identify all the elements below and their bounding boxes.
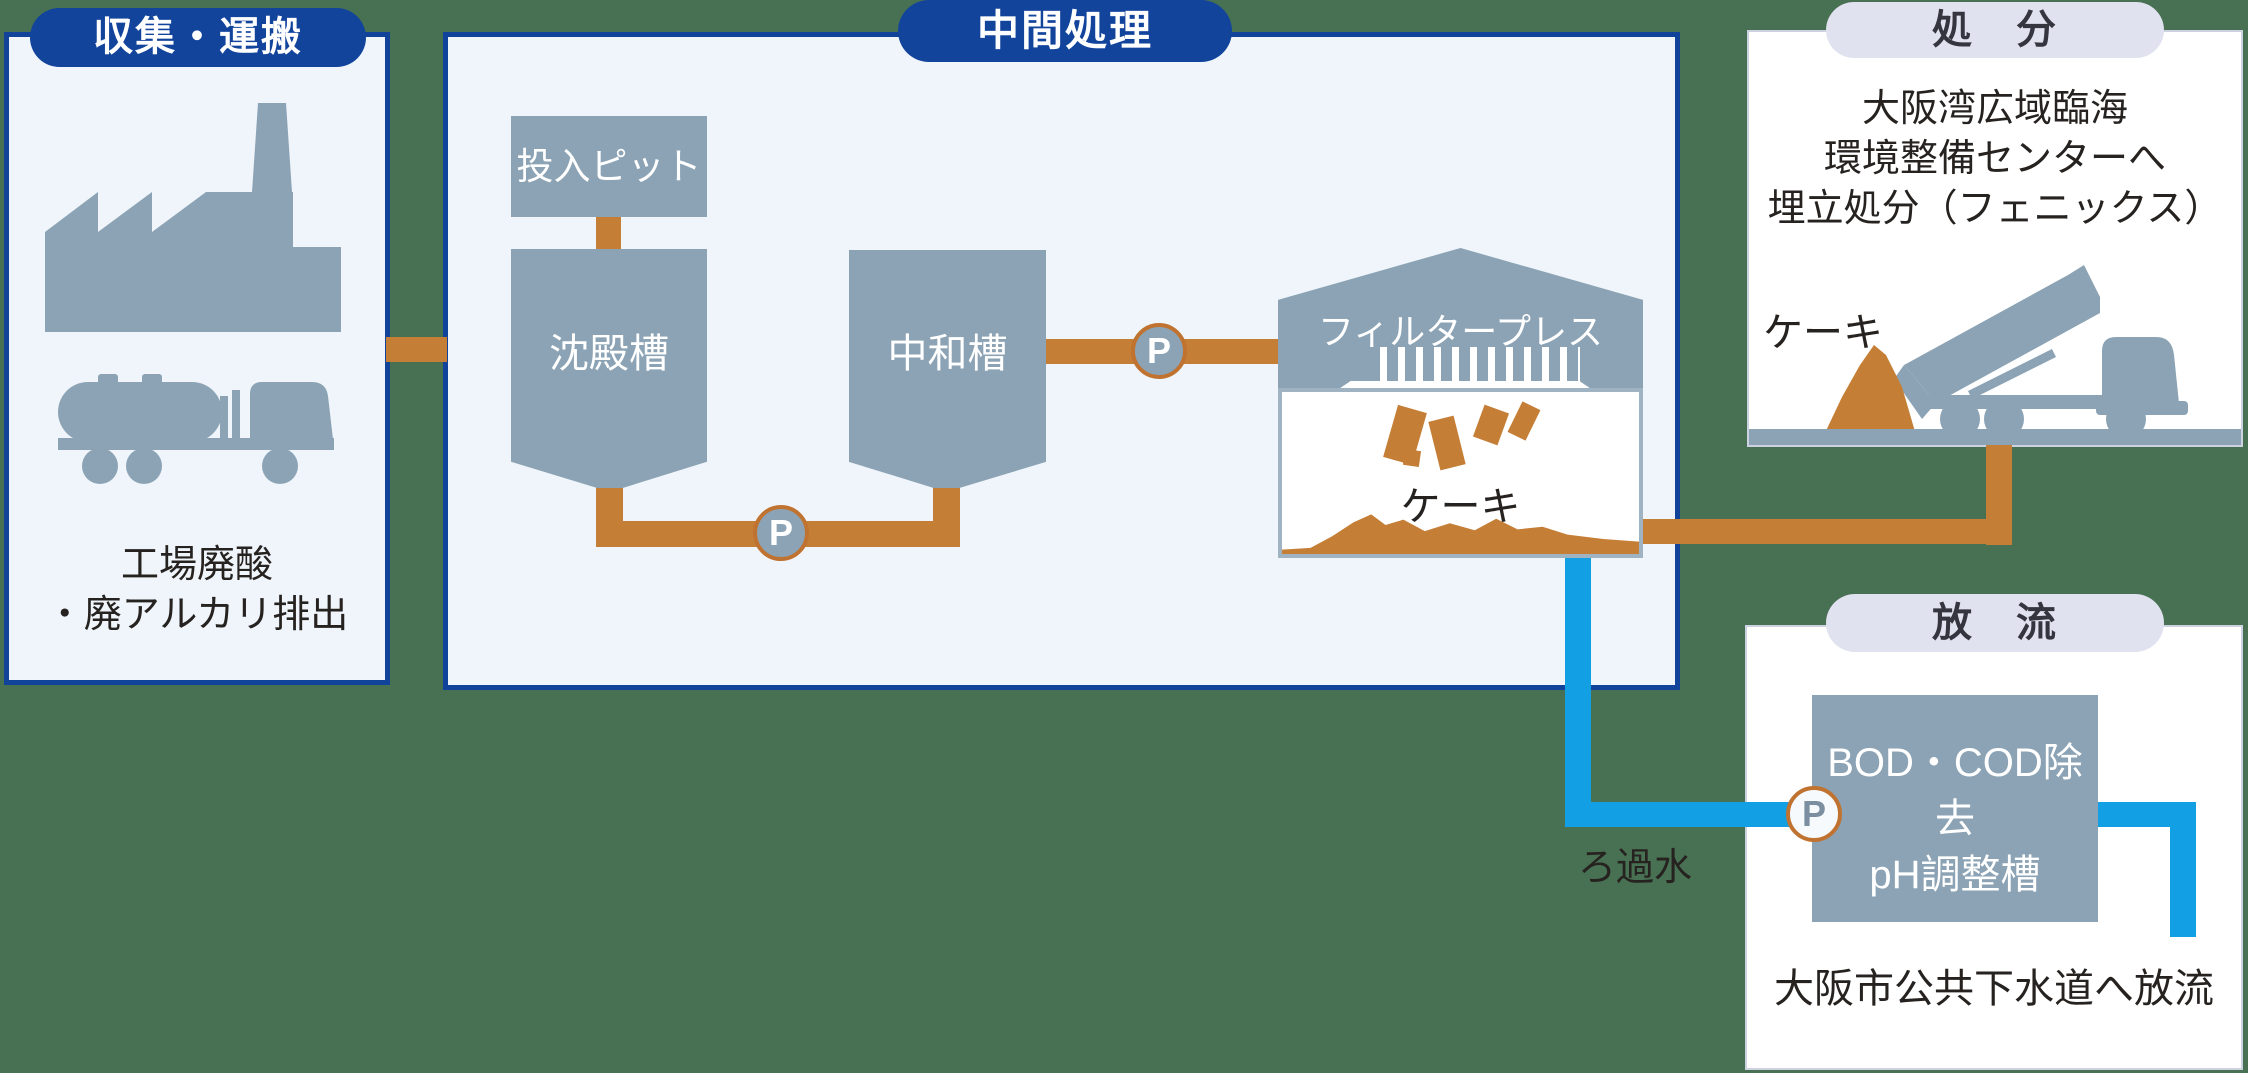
collection-caption-line1: 工場廃酸: [120, 544, 273, 586]
panel-disposal-title: 処 分: [1826, 2, 2164, 58]
disposal-destination: 大阪湾広域臨海 環境整備センターへ 埋立処分（フェニックス）: [1760, 84, 2230, 234]
pipe-cake-up-to-disposal: [1986, 445, 2012, 545]
pump-sludge: P: [753, 505, 809, 561]
cake-box: ケーキ: [1278, 388, 1643, 558]
cake-chunk: [1472, 404, 1510, 446]
collection-caption: 工場廃酸 ・廃アルカリ排出: [14, 540, 380, 640]
pump-filtrate: P: [1786, 786, 1842, 842]
disposal-destination-line1: 大阪湾広域臨海: [1861, 88, 2128, 130]
sedimentation-tank-label: 沈殿槽: [549, 332, 669, 376]
filter-press-label: フィルタープレス: [1317, 311, 1604, 352]
panel-intermediate-title: 中間処理: [898, 0, 1232, 62]
tanker-truck-icon: [58, 374, 334, 484]
panel-discharge-title: 放 流: [1826, 594, 2164, 652]
pipe-filtrate-horizontal: [1565, 802, 1814, 827]
filter-plates-icon: [1380, 347, 1580, 385]
pipe-truck-to-plant: [386, 337, 447, 362]
neutralization-tank: 中和槽: [849, 250, 1046, 488]
pipe-neutralization-down: [933, 486, 960, 547]
input-pit-box: 投入ピット: [511, 116, 707, 217]
cake-chunk: [1428, 415, 1466, 471]
pump-to-filterpress: P: [1131, 323, 1187, 379]
bod-tank-line1: BOD・COD除去: [1827, 741, 2083, 841]
neutralization-tank-label: 中和槽: [887, 332, 1008, 376]
sedimentation-tank: 沈殿槽: [511, 249, 707, 488]
pipe-cake-horizontal: [1640, 519, 2012, 544]
bod-cod-ph-tank: BOD・COD除去 pH調整槽: [1812, 695, 2098, 922]
panel-collection-title: 収集・運搬: [30, 8, 366, 67]
cake-chunk: [1402, 448, 1422, 468]
disposal-destination-line3: 埋立処分（フェニックス）: [1767, 188, 2223, 230]
disposal-cake-label: ケーキ: [1763, 311, 1883, 355]
discharge-caption: 大阪市公共下水道へ放流: [1774, 967, 2214, 1011]
panel-collection: [4, 32, 390, 685]
collection-caption-line2: ・廃アルカリ排出: [45, 594, 349, 636]
cake-label: ケーキ: [1400, 485, 1521, 529]
pipe-discharge-down: [2170, 802, 2196, 937]
disposal-ground-strip: [1749, 429, 2241, 445]
factory-icon: [45, 103, 341, 332]
pipe-pit-to-sedimentation: [596, 217, 621, 250]
dumped-cake-mound: [1824, 345, 1916, 435]
filtrate-label: ろ過水: [1577, 847, 1692, 889]
pipe-filtrate-down: [1565, 556, 1591, 827]
cake-chunk: [1507, 401, 1541, 441]
bod-tank-line2: pH調整槽: [1869, 853, 2041, 897]
disposal-destination-line2: 環境整備センターへ: [1823, 138, 2166, 180]
